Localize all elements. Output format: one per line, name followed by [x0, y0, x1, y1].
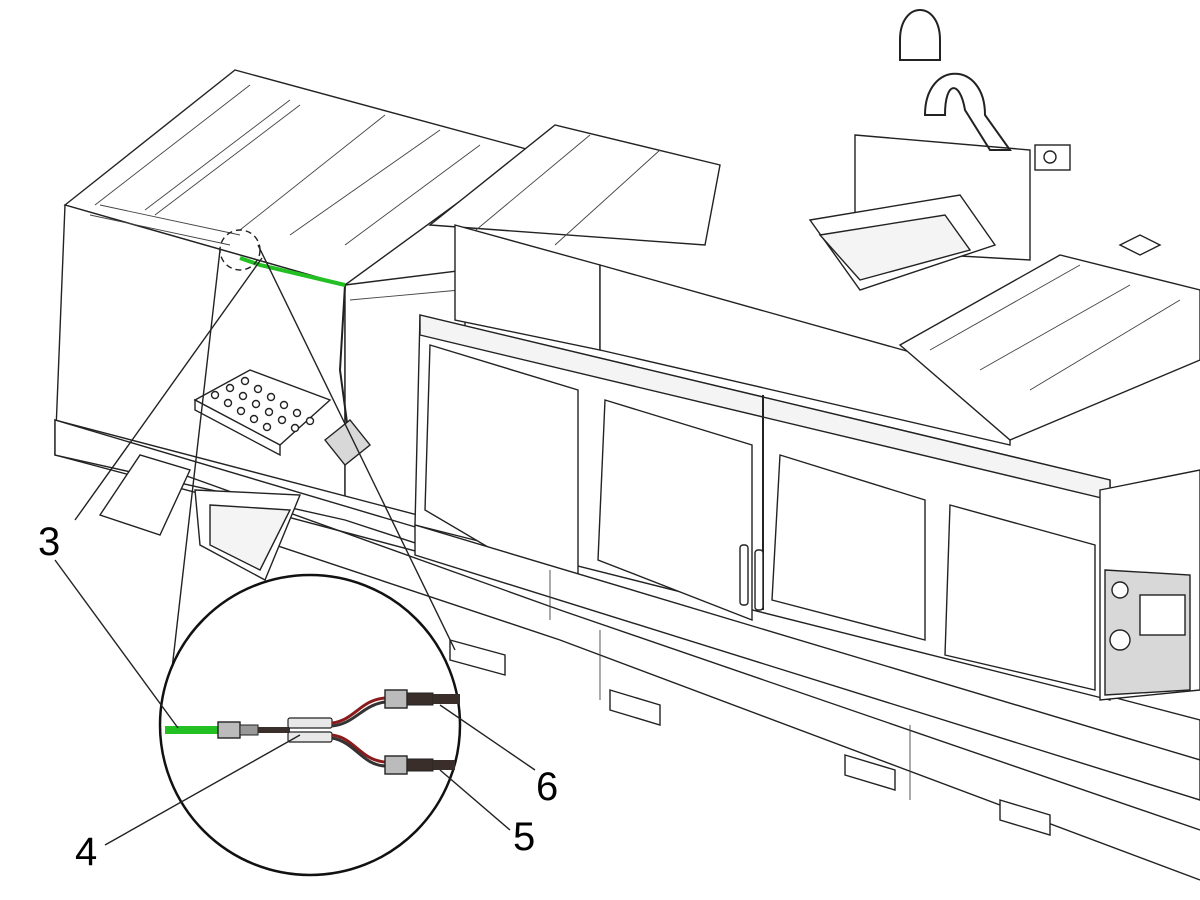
splice-sleeve: [287, 717, 333, 729]
upper-branch-connector: [384, 689, 408, 709]
callout-4: 4: [75, 830, 97, 874]
callout-3: 3: [38, 520, 60, 564]
main-connector: [217, 721, 241, 739]
highlighted-cable-top: [239, 256, 346, 287]
callout-5: 5: [513, 815, 535, 859]
callout-6: 6: [536, 765, 558, 809]
magnified-detail-view: [158, 573, 462, 877]
lower-branch-connector: [384, 755, 408, 775]
connector-box: [324, 419, 371, 466]
machine-enclosure: [54, 9, 1200, 881]
perforation-holes: [210, 376, 315, 433]
callout-leaders: [54, 257, 536, 846]
